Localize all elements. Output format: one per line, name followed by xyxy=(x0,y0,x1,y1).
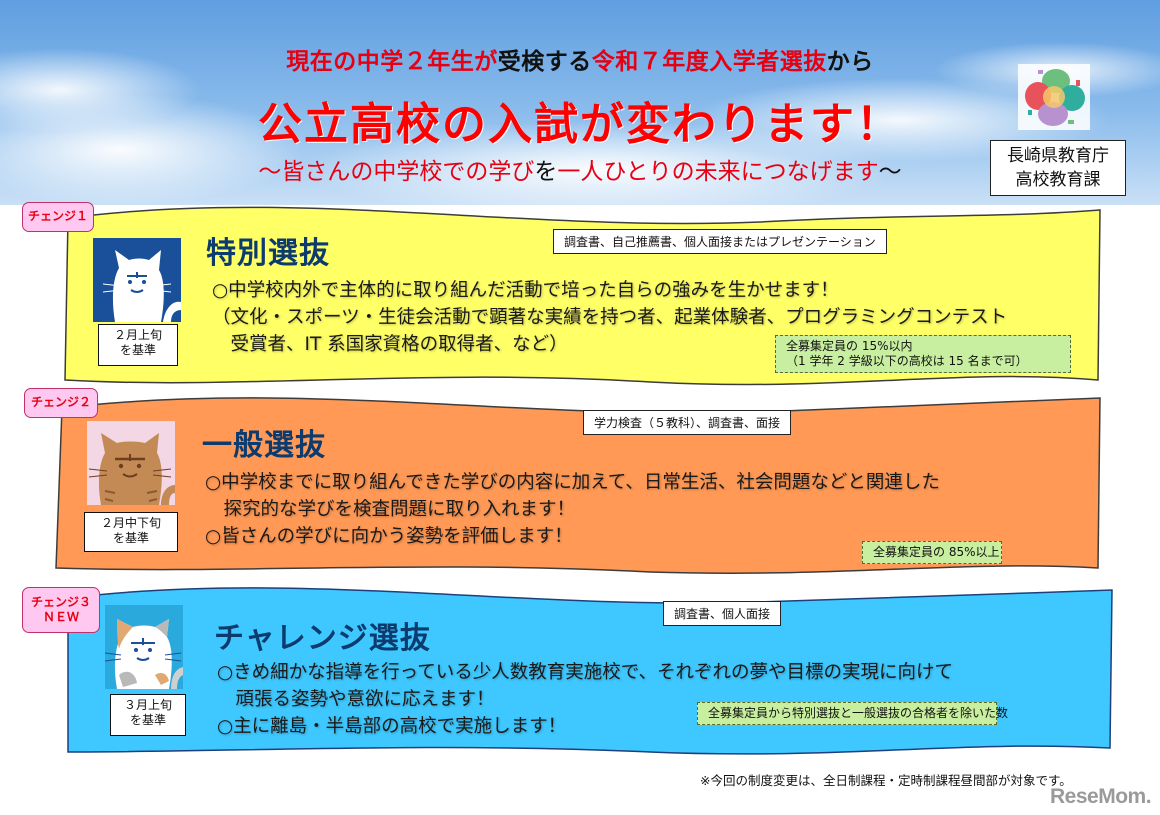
organization-division: 高校教育課 xyxy=(1015,170,1101,190)
tagline-text-red: ～皆さんの中学校での学び xyxy=(258,159,535,185)
change-2-date: ２月中下旬 xyxy=(100,516,161,530)
change-3-quota-line: 全募集定員から特別選抜と一般選抜の合格者を除いた数 xyxy=(708,706,1009,720)
sky-background xyxy=(0,0,1160,205)
footnote: ※今回の制度変更は、全日制課程・定時制課程昼間部が対象です。 xyxy=(700,773,1072,788)
change-1-title: 特別選抜 xyxy=(206,236,330,271)
change-1-tag: チェンジ１ xyxy=(22,202,94,232)
change-3-new-badge: ＮＥＷ xyxy=(42,610,79,624)
change-1-quota: 全募集定員の 15%以内 （1 学年 2 学級以下の高校は 15 名まで可） xyxy=(775,335,1071,373)
change-2-tag-label: チェンジ２ xyxy=(30,395,91,409)
change-1-date-box: ２月上旬 を基準 xyxy=(98,324,178,366)
header-text: から xyxy=(826,49,874,75)
change-3-quota: 全募集定員から特別選抜と一般選抜の合格者を除いた数 xyxy=(697,702,1009,725)
change-1-quota-line: （1 学年 2 学級以下の高校は 15 名まで可） xyxy=(786,354,1028,368)
change-3-method: 調査書、個人面接 xyxy=(663,601,782,626)
change-1-date-suffix: を基準 xyxy=(119,343,156,357)
change-1-line: ○中学校内外で主体的に取り組んだ活動で培った自らの強みを生かせます！ xyxy=(212,280,839,301)
change-1-line: 受賞者、IT 系国家資格の取得者、など） xyxy=(212,334,568,355)
page-title: 公立高校の入試が変わります！ xyxy=(258,99,902,150)
nagasaki-education-flower-logo-icon xyxy=(1018,64,1090,130)
organization-name: 長崎県教育庁 xyxy=(1007,146,1109,166)
change-3-date-suffix: を基準 xyxy=(129,713,166,727)
header-text-red: 現在の中学２年生が xyxy=(286,49,498,75)
change-1-date: ２月上旬 xyxy=(113,328,162,342)
change-3-tag: チェンジ３ ＮＥＷ xyxy=(22,587,100,633)
organization-box: 長崎県教育庁 高校教育課 xyxy=(990,140,1126,196)
tabby-cat-pink-bg-icon xyxy=(87,421,175,505)
tagline-text: ～ xyxy=(878,159,902,185)
calico-cat-blue-bg-icon xyxy=(105,605,183,689)
change-1-tag-label: チェンジ１ xyxy=(27,209,88,223)
change-2-tag: チェンジ２ xyxy=(24,388,98,418)
change-3-date: ３月上旬 xyxy=(123,698,172,712)
change-3-line: ○きめ細かな指導を行っている少人数教育実施校で、それぞれの夢や目標の実現に向けて xyxy=(217,662,953,683)
change-1-quota-line: 全募集定員の 15%以内 xyxy=(786,339,913,353)
change-3-date-box: ３月上旬 を基準 xyxy=(110,694,186,736)
change-2-title: 一般選抜 xyxy=(202,428,326,463)
header-text: 受検する xyxy=(497,49,592,75)
change-3-line: 頑張る姿勢や意欲に応えます！ xyxy=(217,689,495,710)
header-text-red: 令和７年度入学者選抜 xyxy=(591,49,827,75)
change-2-line: 探究的な学びを検査問題に取り入れます！ xyxy=(205,499,576,520)
change-1-line: （文化・スポーツ・生徒会活動で顕著な実績を持つ者、起業体験者、プログラミングコン… xyxy=(212,307,1008,328)
change-2-method: 学力検査（５教科）、調査書、面接 xyxy=(583,410,792,435)
change-2-date-suffix: を基準 xyxy=(112,531,149,545)
banner-2-shape xyxy=(55,397,1101,574)
change-1-method: 調査書、自己推薦書、個人面接またはプレゼンテーション xyxy=(553,229,887,254)
change-2-quota-line: 全募集定員の 85%以上 xyxy=(873,545,1000,559)
white-cat-navy-bg-icon xyxy=(93,238,181,322)
change-2-quota: 全募集定員の 85%以上 xyxy=(862,541,1002,564)
resemom-watermark: ReseMom. xyxy=(1050,785,1152,808)
tagline-text: を xyxy=(534,159,558,185)
header-subtitle: 現在の中学２年生が受検する令和７年度入学者選抜から xyxy=(0,42,1160,76)
change-3-tag-label: チェンジ３ xyxy=(30,595,91,609)
change-3-title: チャレンジ選抜 xyxy=(214,621,431,656)
change-3-line: ○主に離島・半島部の高校で実施します！ xyxy=(217,716,567,737)
header-tagline: ～皆さんの中学校での学びを一人ひとりの未来につなげます～ xyxy=(0,152,1160,186)
tagline-text-red: 一人ひとりの未来につなげます xyxy=(557,159,879,185)
change-2-date-box: ２月中下旬 を基準 xyxy=(84,512,178,552)
change-2-line: ○中学校までに取り組んできた学びの内容に加えて、日常生活、社会問題などと関連した xyxy=(205,472,940,493)
change-2-line: ○皆さんの学びに向かう姿勢を評価します！ xyxy=(205,526,573,547)
